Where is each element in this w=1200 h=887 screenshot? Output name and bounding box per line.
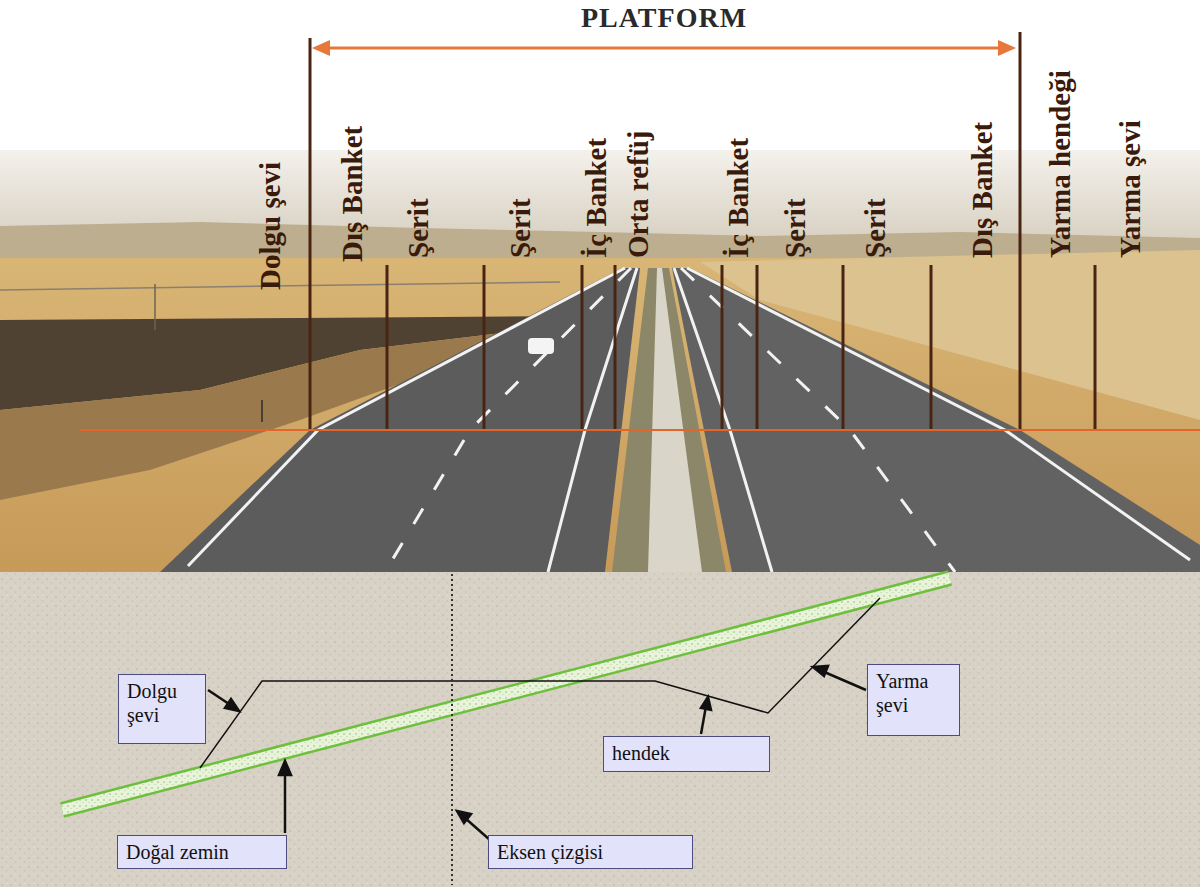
section-label: Yarma hendeği [1044,70,1077,258]
section-label: Yarma şevi [1114,120,1147,258]
car [528,338,554,354]
callout-box: Dolgu şevi [118,674,206,744]
callout-box: Doğal zemin [117,835,287,869]
platform-dimension [312,40,1016,56]
callout-text: Yarma şevi [876,669,951,717]
section-label: Dış Banket [966,122,999,258]
section-dividers [310,32,1095,430]
axis-line [451,574,453,885]
section-label: İç Banket [580,138,613,258]
section-ground [0,572,1200,887]
callout-text: Eksen çizgisi [497,840,684,864]
callout-box: Yarma şevi [867,664,960,736]
section-label: Şerit [402,198,435,258]
road-profile [200,598,880,768]
natural-ground [62,578,950,810]
callout-text: Dolgu şevi [127,679,197,727]
callout-text: hendek [612,741,761,765]
section-label: Dış Banket [336,126,369,262]
section-label: Şerit [504,198,537,258]
section-label: Orta refüj [622,131,655,259]
section-label: Dolgu şevi [254,162,287,290]
callout-box: hendek [603,736,770,772]
platform-label: PLATFORM [581,2,747,34]
callout-text: Doğal zemin [126,840,278,864]
pointer-arrows [208,666,866,840]
section-label: Şerit [779,198,812,258]
section-label: İç Banket [722,138,755,258]
callout-box: Eksen çizgisi [488,835,693,869]
base-line [80,429,1200,431]
section-label: Şerit [859,198,892,258]
